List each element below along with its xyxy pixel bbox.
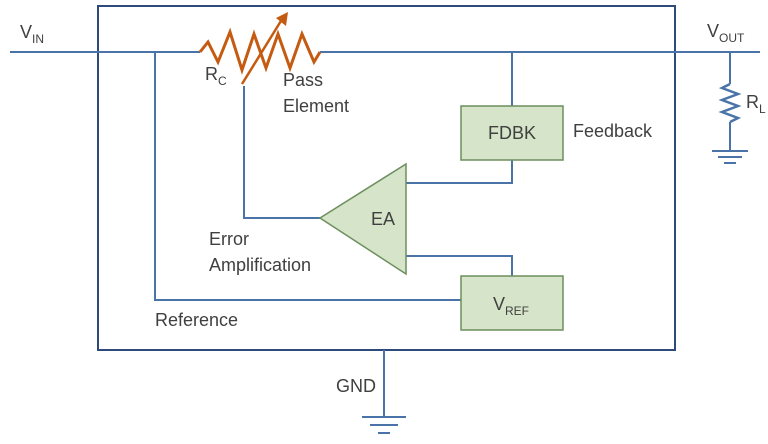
rl-label: RL (746, 92, 766, 116)
fdbk-label: FDBK (488, 123, 536, 143)
vref-label: VREF (493, 294, 529, 318)
vout-label: VOUT (707, 21, 745, 45)
reference-label: Reference (155, 310, 238, 330)
error-label-line2: Amplification (209, 255, 311, 275)
feedback-label: Feedback (573, 121, 653, 141)
ea-output-wire (243, 86, 320, 219)
pass-label-line1: Pass (283, 70, 323, 90)
pass-element-resistor (198, 12, 322, 85)
fdbk-to-ea-wire (406, 160, 513, 184)
reference-wire (154, 52, 461, 301)
error-amplifier (318, 162, 407, 276)
gnd-label: GND (336, 376, 376, 396)
load-resistor (718, 52, 742, 150)
ea-label: EA (371, 209, 395, 229)
rc-label: RC (205, 64, 227, 88)
fdbk-block (460, 105, 564, 161)
error-label-line1: Error (209, 229, 249, 249)
gnd-icon (362, 416, 406, 434)
pass-label-line2: Element (283, 96, 349, 116)
vref-to-ea-wire (406, 255, 513, 276)
vin-label: VIN (20, 22, 44, 46)
load-ground-icon (712, 150, 748, 164)
vref-block (460, 275, 564, 331)
